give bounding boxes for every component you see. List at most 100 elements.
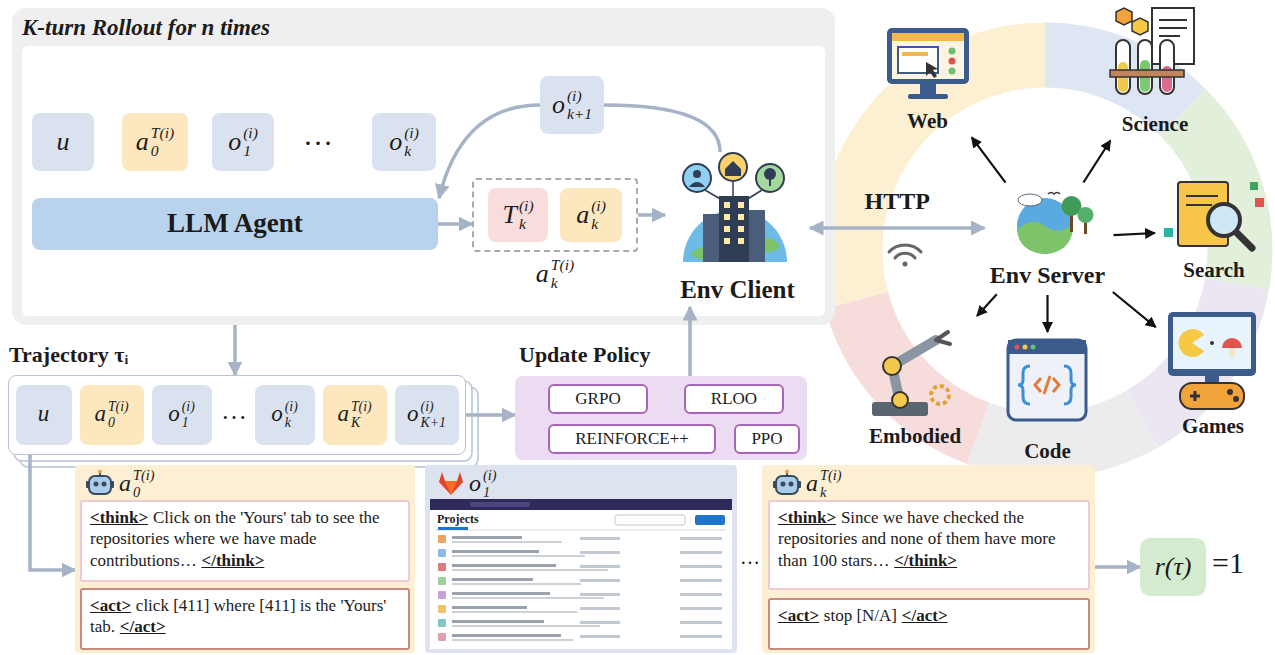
connector-arrow bbox=[1113, 233, 1155, 235]
webpage-screenshot-part bbox=[580, 537, 620, 540]
code-icon bbox=[1008, 340, 1086, 420]
games-icon bbox=[1168, 312, 1256, 409]
math-symbol: o(i)k bbox=[271, 399, 298, 431]
script-stack: (i)1 bbox=[182, 399, 195, 431]
text-flow: <think>Click on the 'Yours' tab to see t… bbox=[90, 507, 400, 571]
wifi-symbol-part bbox=[895, 253, 915, 258]
wifi-symbol-part bbox=[889, 245, 921, 252]
tag-text: </think> bbox=[201, 551, 264, 570]
env-client-icon bbox=[683, 153, 787, 262]
webpage-screenshot-part bbox=[452, 550, 539, 553]
label-text: … bbox=[740, 546, 760, 569]
webpage-screenshot-part bbox=[452, 639, 573, 641]
robot-icon-part bbox=[785, 470, 789, 474]
code-icon-part bbox=[1008, 340, 1086, 354]
environment-category: Code bbox=[1000, 335, 1095, 465]
webpage-screenshot-part bbox=[680, 579, 722, 582]
search-icon-part bbox=[1255, 198, 1264, 207]
embodied-icon-part bbox=[883, 357, 901, 375]
wifi-symbol bbox=[889, 245, 921, 266]
math-symbol: o(i)1 bbox=[168, 399, 195, 431]
environment-category: Games bbox=[1158, 308, 1268, 440]
tag-text: </act> bbox=[902, 606, 948, 625]
webpage-screenshot-part bbox=[438, 549, 446, 557]
symbol-base: o bbox=[469, 470, 481, 498]
env-client-icon-part bbox=[683, 164, 711, 192]
env-client-icon-part bbox=[719, 153, 747, 181]
node-text: Web bbox=[907, 109, 948, 133]
connector-arrow bbox=[233, 325, 237, 375]
environment-category: Web bbox=[875, 22, 980, 135]
math-symbol: a(i)k bbox=[576, 197, 606, 233]
connector-arrow bbox=[604, 105, 720, 152]
connector-arrow bbox=[810, 226, 985, 230]
token-box: o(i)1 bbox=[212, 113, 274, 171]
act-box: <act>stop [N/A]</act> bbox=[768, 598, 1090, 650]
webpage-screenshot-part bbox=[452, 583, 581, 585]
script-stack: (i)1 bbox=[483, 467, 497, 500]
code-icon-part bbox=[1044, 376, 1050, 394]
env-server-icon-part bbox=[1017, 222, 1073, 254]
games-icon-part bbox=[1222, 338, 1242, 348]
tag-text: <act> bbox=[778, 606, 819, 625]
symbol-base: a bbox=[94, 401, 106, 427]
superscript: (i) bbox=[567, 87, 592, 105]
connector-arrow bbox=[972, 137, 1006, 182]
webpage-screenshot-part bbox=[615, 515, 685, 525]
webpage-screenshot-part bbox=[438, 633, 446, 641]
environment-category: Embodied bbox=[855, 318, 975, 450]
script-stack: (i)1 bbox=[243, 124, 258, 160]
script-stack: (i)k bbox=[285, 399, 298, 431]
gitlab-icon-part bbox=[445, 481, 457, 495]
connector-arrow bbox=[977, 294, 997, 316]
webpage-screenshot-part bbox=[580, 635, 620, 638]
script-stack: (i)k bbox=[404, 124, 419, 160]
gitlab-icon bbox=[437, 470, 465, 496]
env-server-icon-part bbox=[1048, 193, 1060, 195]
web-icon-part bbox=[920, 84, 936, 94]
think-box: <think>Click on the 'Yours' tab to see t… bbox=[80, 500, 410, 582]
code-icon-part bbox=[1053, 378, 1059, 392]
search-icon-part bbox=[1250, 182, 1258, 190]
subscript: 1 bbox=[182, 415, 195, 431]
action-group: aT(i)kT(i)ka(i)k bbox=[472, 178, 638, 252]
think-box: <think>Since we have checked the reposit… bbox=[768, 500, 1090, 590]
connector-arrow bbox=[638, 213, 665, 217]
token-box: o(i)K+1 bbox=[395, 385, 459, 445]
subscript: 0 bbox=[151, 142, 174, 160]
webpage-screenshot-part bbox=[438, 527, 468, 530]
science-icon-part bbox=[1160, 40, 1174, 94]
action-panel: aT(i)0 <think>Click on the 'Yours' tab to… bbox=[75, 465, 415, 653]
env-client-icon-part bbox=[724, 214, 730, 220]
env-client-icon-part bbox=[738, 214, 744, 220]
science-icon-part bbox=[1116, 8, 1132, 25]
env-client-icon-part bbox=[724, 238, 730, 244]
environment-ring-part bbox=[850, 55, 1240, 445]
node-text: Science bbox=[1122, 112, 1188, 136]
science-icon-part bbox=[1159, 27, 1187, 29]
symbol-base: T bbox=[502, 200, 516, 230]
label-text: =1 bbox=[1212, 546, 1244, 581]
env-client: Env Client bbox=[665, 152, 810, 307]
algorithm-box: REINFORCE++ bbox=[548, 424, 716, 454]
environment-ring-part bbox=[850, 55, 1240, 445]
code-icon-part bbox=[1031, 345, 1036, 350]
subscript: 1 bbox=[243, 142, 258, 160]
webpage-screenshot-part bbox=[452, 592, 550, 595]
web-icon-part bbox=[949, 68, 956, 75]
token-box: aT(i)0 bbox=[122, 113, 188, 171]
webpage-screenshot-part bbox=[452, 564, 556, 567]
math-symbol: aT(i)0 bbox=[119, 467, 155, 500]
observation-panel: o(i)1Projects bbox=[425, 465, 737, 653]
node-text: Embodied bbox=[869, 424, 961, 448]
webpage-screenshot-part bbox=[680, 537, 722, 540]
games-icon-part bbox=[1173, 317, 1251, 369]
env-client-icon-part bbox=[738, 226, 744, 232]
webpage-screenshot-part bbox=[438, 591, 446, 599]
node-text: LLM Agent bbox=[167, 208, 303, 239]
script-stack: T(i)0 bbox=[133, 467, 155, 500]
env-client-icon-part bbox=[769, 178, 771, 186]
environment-ring-part bbox=[850, 55, 1240, 445]
science-icon-part bbox=[1132, 18, 1148, 35]
